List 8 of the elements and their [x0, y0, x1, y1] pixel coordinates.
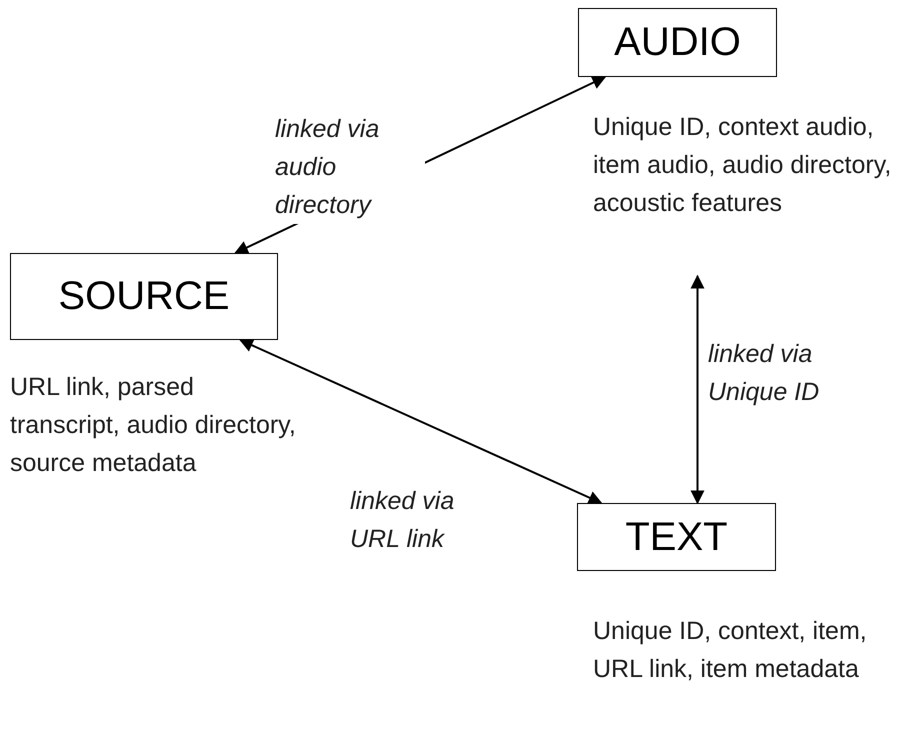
entity-box: SOURCE — [10, 253, 278, 340]
attribute-list: URL link, parsed transcript, audio directory, source metadata — [10, 368, 310, 482]
attribute-list: Unique ID, context audio, item audio, audio directory, acoustic features — [593, 108, 903, 222]
entity-box: TEXT — [577, 503, 776, 571]
double-arrow — [239, 338, 602, 504]
attribute-list: Unique ID, context, item, URL link, item metadata — [593, 612, 903, 688]
entity-box: AUDIO — [578, 8, 777, 77]
double-arrow — [690, 274, 704, 504]
